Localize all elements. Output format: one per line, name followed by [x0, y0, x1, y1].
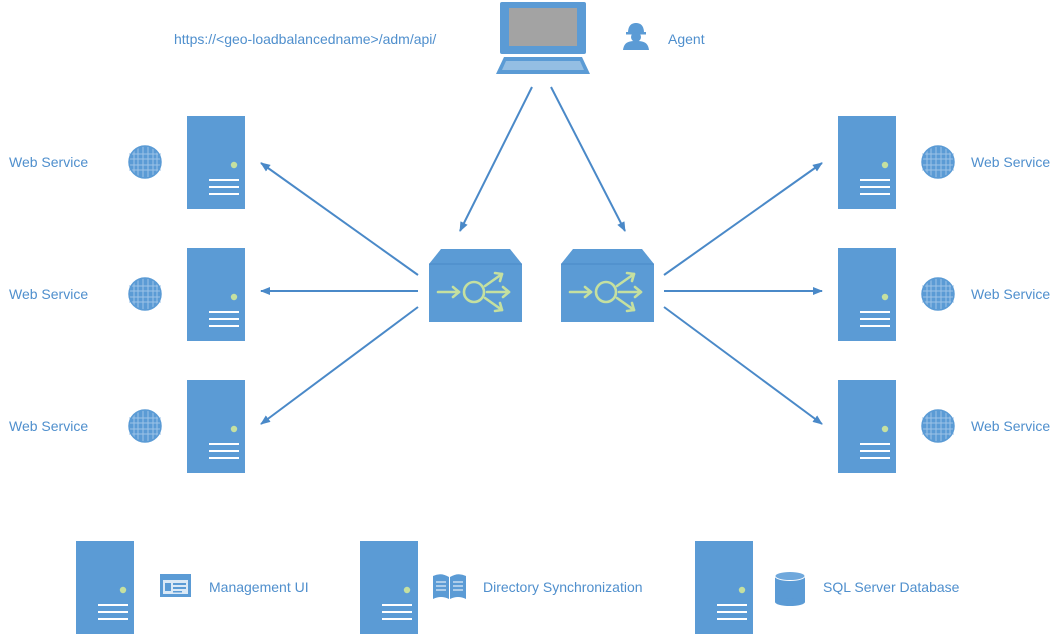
- laptop-icon: [496, 2, 590, 74]
- web-service-label-right-2: Web Service: [971, 286, 1051, 302]
- book-icon: [433, 574, 466, 599]
- window-icon: [160, 574, 191, 597]
- database-icon: [774, 571, 806, 606]
- arrow-lb-to-left-server-1: [260, 162, 419, 276]
- web-service-label-right-3: Web Service: [971, 418, 1051, 434]
- server-icon-left-1: [187, 116, 245, 209]
- load-balancer-icon-left: [427, 247, 524, 324]
- server-icon-right-2: [838, 248, 896, 341]
- arrow-laptop-to-lb-left: [459, 86, 533, 232]
- globe-icon-left-2: [128, 277, 162, 311]
- directory-sync-label: Directory Synchronization: [483, 579, 643, 595]
- web-service-label-left-2: Web Service: [9, 286, 89, 302]
- globe-icon-left-3: [128, 409, 162, 443]
- globe-icon-right-2: [921, 277, 955, 311]
- web-service-label-right-1: Web Service: [971, 154, 1051, 170]
- sql-database-label: SQL Server Database: [823, 579, 960, 595]
- server-icon-sql: [695, 541, 753, 634]
- server-icon-right-1: [838, 116, 896, 209]
- globe-icon-left-1: [128, 145, 162, 179]
- agent-label: Agent: [668, 31, 705, 47]
- server-icon-directory: [360, 541, 418, 634]
- arrow-laptop-to-lb-right: [550, 86, 626, 232]
- agent-icon: [623, 23, 649, 50]
- web-service-label-left-1: Web Service: [9, 154, 89, 170]
- globe-icon-right-3: [921, 409, 955, 443]
- web-service-label-left-3: Web Service: [9, 418, 89, 434]
- api-url-label: https://<geo-loadbalancedname>/adm/api/: [174, 31, 437, 47]
- arrow-lb-to-right-server-1: [663, 162, 823, 276]
- server-icon-right-3: [838, 380, 896, 473]
- load-balancer-icon-right: [559, 247, 656, 324]
- server-icon-left-2: [187, 248, 245, 341]
- globe-icon-right-1: [921, 145, 955, 179]
- management-ui-label: Management UI: [209, 579, 309, 595]
- arrow-lb-to-left-server-3: [260, 306, 419, 425]
- server-icon-left-3: [187, 380, 245, 473]
- arrow-lb-to-right-server-3: [663, 306, 823, 425]
- server-icon-management: [76, 541, 134, 634]
